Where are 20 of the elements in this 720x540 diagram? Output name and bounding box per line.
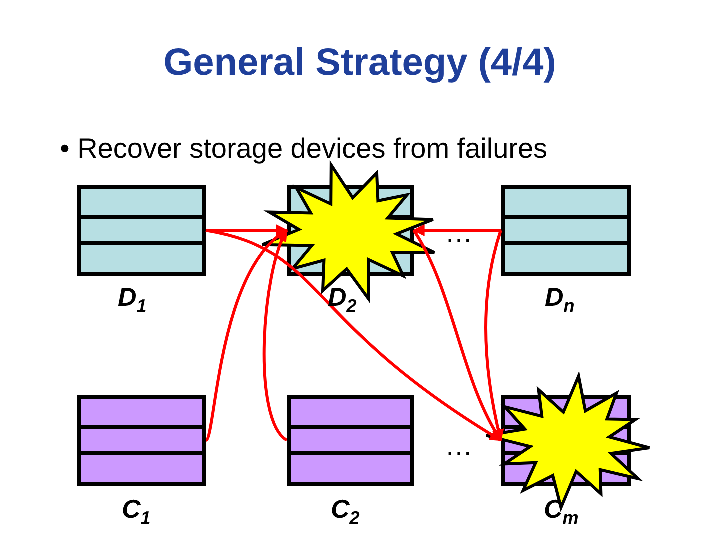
ellipsis: …	[445, 217, 473, 249]
storage-device-box	[77, 185, 206, 276]
arrow	[206, 229, 502, 442]
storage-device-box	[287, 395, 414, 486]
arrow	[206, 224, 288, 236]
device-label: D$_{2}$	[328, 282, 357, 318]
ellipsis: …	[445, 430, 473, 462]
arrow	[263, 229, 288, 442]
storage-device-box	[77, 395, 206, 486]
arrow	[412, 230, 502, 442]
bullet-text: • Recover storage devices from failures	[60, 133, 548, 165]
title: General Strategy (4/4)	[162, 42, 558, 85]
arrow	[484, 230, 504, 442]
storage-device-box	[501, 185, 631, 276]
device-label: D$_{n}$	[545, 282, 575, 318]
device-label: C$_{1}$	[122, 494, 151, 530]
arrow	[412, 224, 501, 236]
device-label: C$_{2}$	[331, 494, 360, 530]
device-label: D$_{1}$	[118, 282, 147, 318]
arrow	[204, 229, 288, 442]
